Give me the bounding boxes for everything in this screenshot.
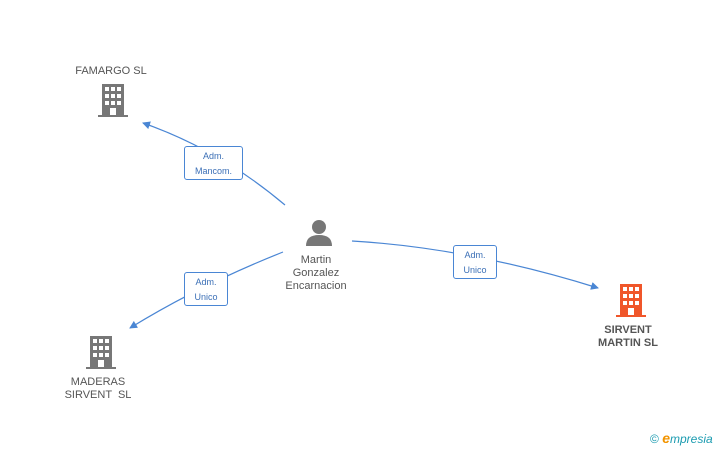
building-icon xyxy=(86,336,116,369)
edge-label-maderas: Adm. Unico xyxy=(184,272,228,306)
copyright-symbol: © xyxy=(650,432,659,446)
company-label-sirvent[interactable]: SIRVENT MARTIN SL xyxy=(598,324,658,349)
building-icon xyxy=(98,84,128,117)
person-label[interactable]: Martin Gonzalez Encarnacion xyxy=(285,254,347,292)
company-label-famargo[interactable]: FAMARGO SL xyxy=(75,65,147,77)
company-label-maderas[interactable]: MADERAS SIRVENT SL xyxy=(64,376,132,401)
building-icon-highlight xyxy=(616,284,646,317)
edge-label-famargo: Adm. Mancom. xyxy=(184,146,243,180)
brand-initial: e xyxy=(662,430,670,446)
person-icon xyxy=(306,220,332,246)
empresia-watermark[interactable]: © empresia xyxy=(650,430,713,446)
edge-label-sirvent: Adm. Unico xyxy=(453,245,497,279)
brand-rest: mpresia xyxy=(669,432,713,446)
